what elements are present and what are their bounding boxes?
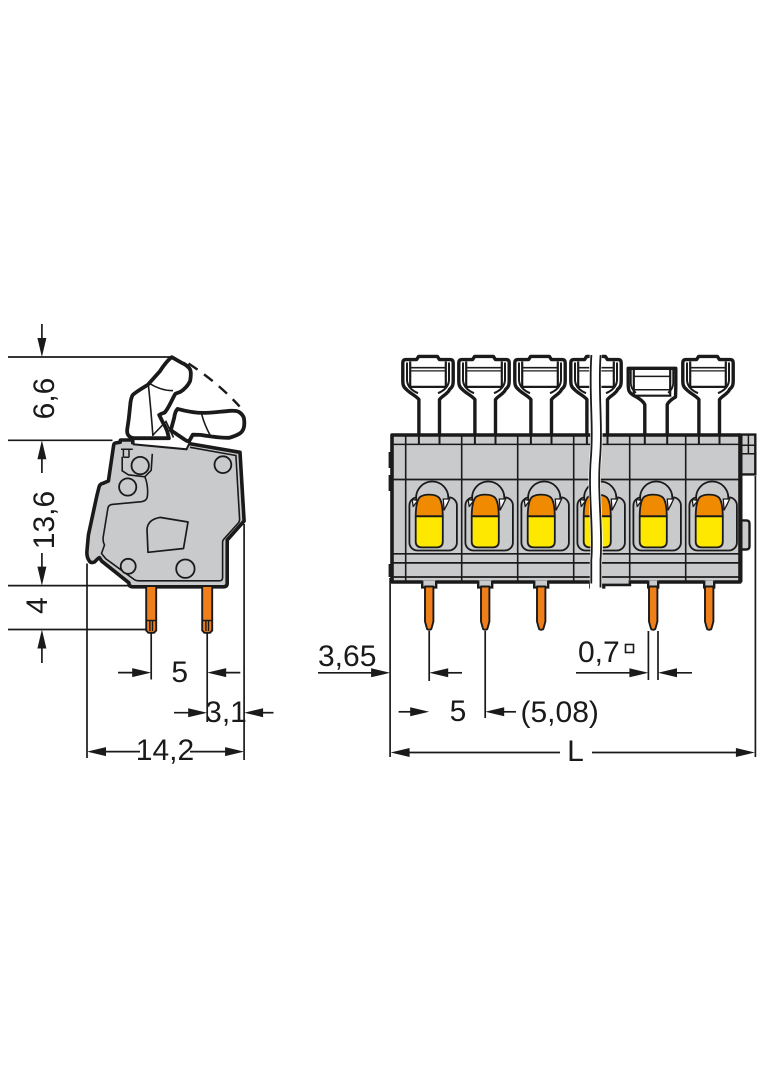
svg-text:6,6: 6,6 bbox=[28, 378, 61, 420]
svg-text:L: L bbox=[567, 735, 584, 768]
svg-text:5: 5 bbox=[450, 695, 467, 728]
svg-text:14,2: 14,2 bbox=[136, 734, 194, 767]
svg-text:4: 4 bbox=[21, 597, 54, 614]
svg-text:5: 5 bbox=[171, 656, 188, 689]
svg-text:3,1: 3,1 bbox=[205, 696, 247, 729]
svg-text:0,7: 0,7 bbox=[578, 636, 620, 669]
svg-text:(5,08): (5,08) bbox=[521, 696, 599, 729]
svg-text:3,65: 3,65 bbox=[318, 640, 376, 673]
svg-text:13,6: 13,6 bbox=[28, 491, 61, 549]
